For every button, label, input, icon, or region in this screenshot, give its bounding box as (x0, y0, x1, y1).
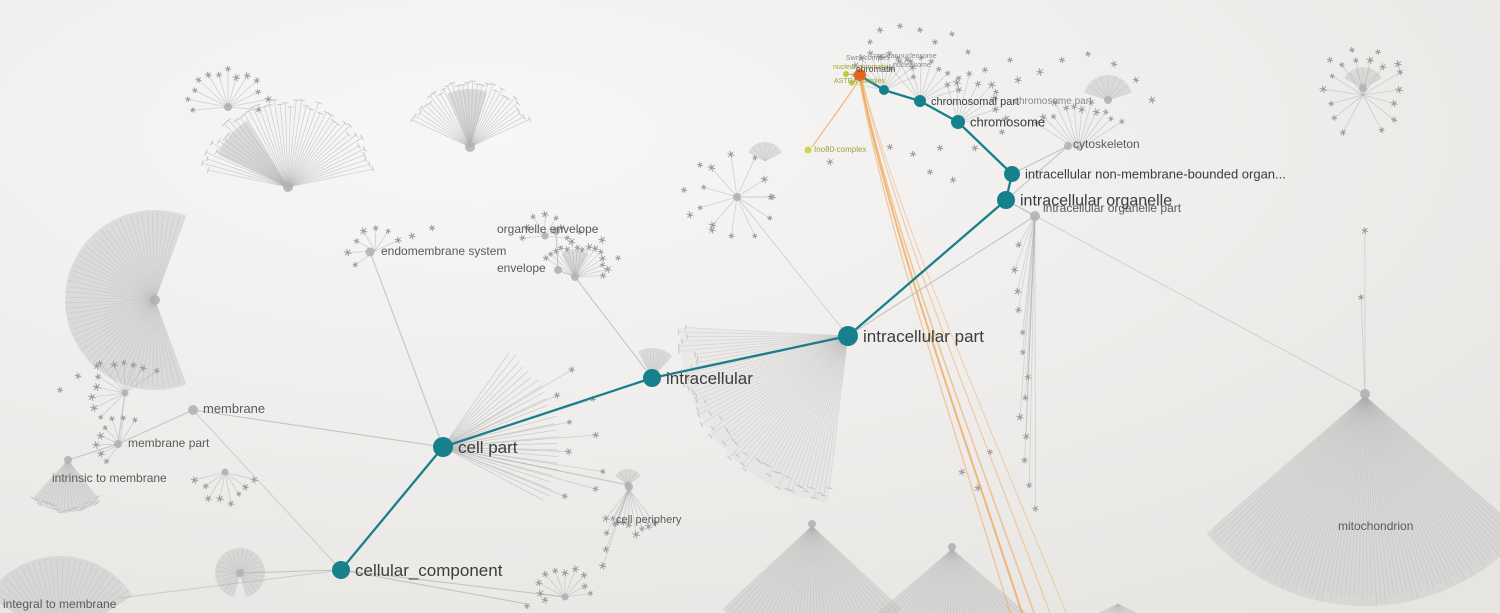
node-label-chromosome: chromosome (970, 115, 1045, 130)
label-4: membrane part (128, 436, 210, 450)
label-0: organelle envelope (497, 222, 599, 236)
label-9: mitochondrion (1338, 519, 1413, 533)
node-label-chromosomal_part: chromosomal part (931, 96, 1019, 108)
label-3: membrane (203, 401, 265, 416)
node-cellular_component[interactable] (332, 561, 350, 579)
label-6: cell periphery (616, 514, 682, 526)
label-5: intrinsic to membrane (52, 471, 167, 485)
selected-term-node[interactable] (854, 69, 866, 81)
label-10: integral to membrane (3, 597, 117, 611)
node-cell_part[interactable] (433, 437, 453, 457)
node-label-cellular_component: cellular_component (355, 561, 503, 580)
label-1: endomembrane system (381, 244, 506, 258)
label-8: intracellular organelle part (1043, 201, 1182, 215)
node-chromosome[interactable] (951, 115, 965, 129)
tiny-label-4: chromatin (856, 64, 896, 74)
node-label-non_membrane_org: intracellular non-membrane-bounded organ… (1025, 167, 1286, 182)
node-label-cell_part: cell part (458, 438, 518, 457)
node-label-intracellular_part: intracellular part (863, 327, 984, 346)
tiny-label-3: nuclear chromatin (833, 64, 889, 71)
label-11: chromosome part (1014, 96, 1092, 107)
node-chromatin_cluster[interactable] (879, 85, 889, 95)
highlight-edges (811, 79, 1067, 613)
node-intracellular_organelle[interactable] (997, 191, 1015, 209)
term-node-olive-2[interactable] (849, 80, 855, 86)
label-2: envelope (497, 261, 546, 275)
node-intracellular_part[interactable] (838, 326, 858, 346)
term-node-olive-1[interactable] (843, 71, 849, 77)
ino80-complex-node[interactable] (804, 146, 812, 154)
tiny-label-5: ASTRA complex (834, 78, 885, 85)
teal-path-nodes (332, 69, 1020, 579)
node-chromosomal_part[interactable] (914, 95, 926, 107)
node-label-intracellular: intracellular (666, 369, 753, 388)
tiny-label-1: nuclear nucleosome (874, 53, 937, 60)
node-intracellular[interactable] (643, 369, 661, 387)
graph-labels: cellular_component cell part intracellular… (3, 53, 1413, 611)
tiny-label-6: Ino80-complex (814, 145, 866, 154)
tiny-label-2: nucleosome (893, 62, 931, 69)
node-non_membrane_org[interactable] (1004, 166, 1020, 182)
node-label-intracellular_organelle: intracellular organelle (1020, 193, 1172, 210)
label-7: cytoskeleton (1073, 137, 1140, 151)
tiny-label-0: Swr1-complex (846, 55, 891, 62)
teal-path-edges (339, 73, 1014, 572)
